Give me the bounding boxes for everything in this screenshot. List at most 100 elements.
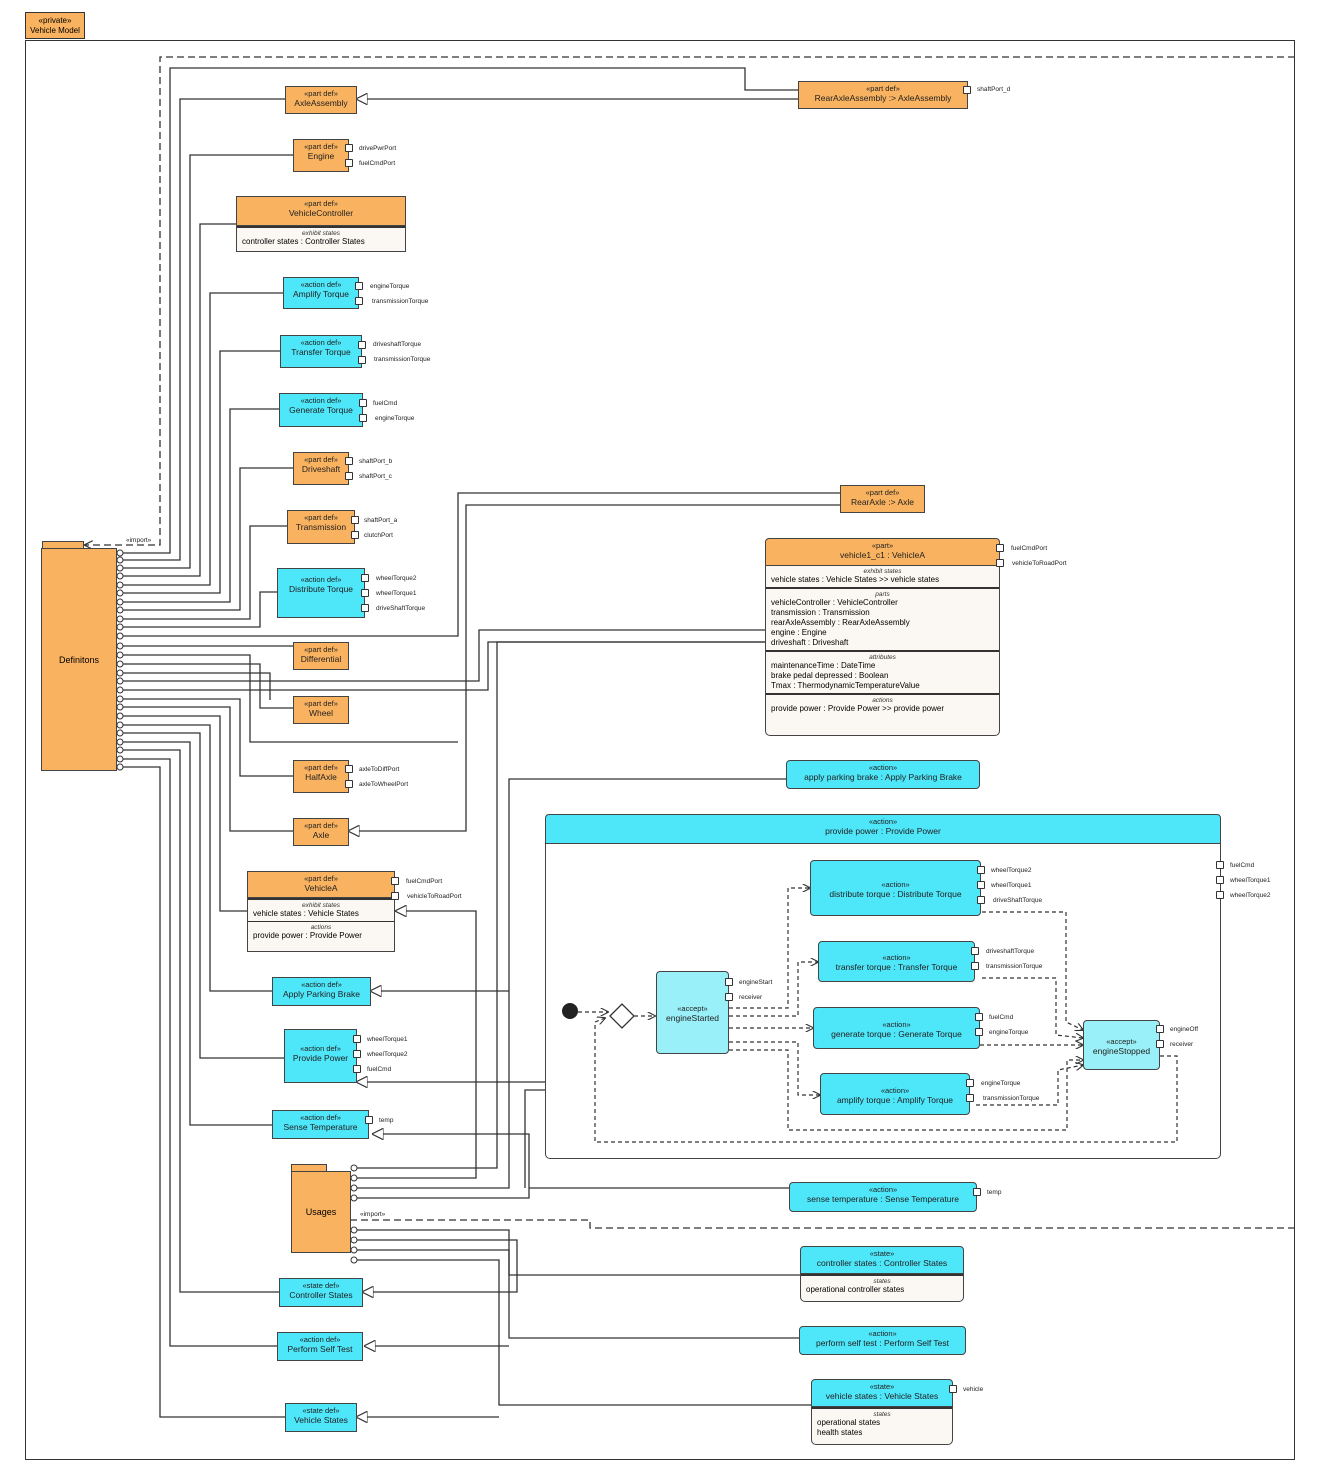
port[interactable] bbox=[975, 1013, 983, 1021]
engine-def[interactable]: «part def» Engine bbox=[293, 139, 349, 172]
port[interactable] bbox=[977, 881, 985, 889]
port[interactable] bbox=[977, 896, 985, 904]
port[interactable] bbox=[345, 780, 353, 788]
port[interactable] bbox=[963, 86, 971, 94]
engine-started-accept[interactable]: «accept» engineStarted bbox=[656, 971, 729, 1054]
vehicle-states-def[interactable]: «state def» Vehicle States bbox=[285, 1403, 357, 1432]
port[interactable] bbox=[725, 978, 733, 986]
generate-torque-usage[interactable]: «action» generate torque : Generate Torq… bbox=[813, 1007, 980, 1049]
distribute-torque-usage[interactable]: «action» distribute torque : Distribute … bbox=[810, 860, 981, 916]
def-name: Provide Power bbox=[292, 1053, 349, 1063]
provide-power-usage[interactable]: «action» provide power : Provide Power bbox=[545, 814, 1221, 844]
port[interactable] bbox=[1156, 1025, 1164, 1033]
port[interactable] bbox=[355, 297, 363, 305]
port[interactable] bbox=[971, 962, 979, 970]
controller-states-def[interactable]: «state def» Controller States bbox=[279, 1278, 363, 1307]
def-name: Axle bbox=[312, 830, 330, 840]
distribute-torque-def[interactable]: «action def» Distribute Torque bbox=[277, 568, 365, 618]
compartment-line: vehicle states : Vehicle States bbox=[253, 909, 359, 918]
port[interactable] bbox=[973, 1188, 981, 1196]
usage-name: distribute torque : Distribute Torque bbox=[829, 888, 962, 899]
stereotype: «part def» bbox=[304, 874, 338, 883]
generate-torque-def[interactable]: «action def» Generate Torque bbox=[279, 393, 363, 427]
port[interactable] bbox=[966, 1094, 974, 1102]
rear-axle-assembly-def[interactable]: «part def» RearAxleAssembly :> AxleAssem… bbox=[798, 81, 968, 109]
perform-self-test-def[interactable]: «action def» Perform Self Test bbox=[277, 1332, 363, 1361]
port-label: temp bbox=[379, 1117, 394, 1124]
port[interactable] bbox=[1216, 876, 1224, 884]
port[interactable] bbox=[1156, 1040, 1164, 1048]
transfer-torque-usage[interactable]: «action» transfer torque : Transfer Torq… bbox=[818, 941, 975, 982]
definitions-package[interactable]: Definitons bbox=[41, 548, 117, 771]
provide-power-def[interactable]: «action def» Provide Power bbox=[284, 1029, 357, 1083]
port[interactable] bbox=[361, 589, 369, 597]
vehicle-states-usage[interactable]: «state» vehicle states : Vehicle States bbox=[811, 1379, 953, 1407]
port[interactable] bbox=[358, 341, 366, 349]
port[interactable] bbox=[345, 144, 353, 152]
port[interactable] bbox=[359, 399, 367, 407]
port[interactable] bbox=[977, 866, 985, 874]
port[interactable] bbox=[353, 1050, 361, 1058]
port[interactable] bbox=[725, 993, 733, 1001]
usages-package[interactable]: Usages bbox=[291, 1171, 351, 1253]
compartment-line: rearAxleAssembly : RearAxleAssembly bbox=[771, 618, 910, 627]
compartment-line: brake pedal depressed : Boolean bbox=[771, 671, 889, 680]
port[interactable] bbox=[1216, 891, 1224, 899]
controller-states-usage[interactable]: «state» controller states : Controller S… bbox=[800, 1246, 964, 1274]
port[interactable] bbox=[355, 282, 363, 290]
vehicle1-part[interactable]: «part» vehicle1_c1 : VehicleA bbox=[765, 538, 1000, 566]
port[interactable] bbox=[353, 1035, 361, 1043]
transfer-torque-def[interactable]: «action def» Transfer Torque bbox=[280, 335, 362, 368]
port[interactable] bbox=[351, 516, 359, 524]
port[interactable] bbox=[996, 559, 1004, 567]
port[interactable] bbox=[345, 472, 353, 480]
port[interactable] bbox=[345, 457, 353, 465]
apply-parking-brake-usage[interactable]: «action» apply parking brake : Apply Par… bbox=[786, 760, 980, 789]
stereotype: «accept» bbox=[1106, 1036, 1137, 1046]
port[interactable] bbox=[361, 604, 369, 612]
amplify-torque-def[interactable]: «action def» Amplify Torque bbox=[283, 277, 359, 309]
port-label: transmissionTorque bbox=[372, 298, 429, 305]
compartment-line: operational controller states bbox=[806, 1285, 905, 1294]
perform-self-test-usage[interactable]: «action» perform self test : Perform Sel… bbox=[799, 1326, 966, 1355]
sense-temperature-usage[interactable]: «action» sense temperature : Sense Tempe… bbox=[789, 1182, 977, 1212]
port[interactable] bbox=[358, 356, 366, 364]
axle-def[interactable]: «part def» Axle bbox=[293, 818, 349, 846]
usage-name: engineStopped bbox=[1092, 1045, 1151, 1056]
port[interactable] bbox=[359, 414, 367, 422]
port[interactable] bbox=[975, 1028, 983, 1036]
port[interactable] bbox=[353, 1065, 361, 1073]
sense-temperature-def[interactable]: «action def» Sense Temperature bbox=[272, 1110, 369, 1139]
axle-assembly-def[interactable]: «part def» AxleAssembly bbox=[285, 86, 357, 114]
wheel-def[interactable]: «part def» Wheel bbox=[293, 696, 349, 724]
vehicle-a-def[interactable]: «part def» VehicleA bbox=[247, 871, 395, 898]
driveshaft-def[interactable]: «part def» Driveshaft bbox=[293, 452, 349, 485]
differential-def[interactable]: «part def» Differential bbox=[293, 642, 349, 670]
rear-axle-def[interactable]: «part def» RearAxle :> Axle bbox=[840, 485, 925, 513]
port[interactable] bbox=[345, 159, 353, 167]
port[interactable] bbox=[365, 1116, 373, 1124]
engine-stopped-accept[interactable]: «accept» engineStopped bbox=[1083, 1020, 1160, 1070]
apply-parking-brake-def[interactable]: «action def» Apply Parking Brake bbox=[272, 977, 371, 1006]
port-label: engineOff bbox=[1170, 1026, 1199, 1033]
port[interactable] bbox=[351, 531, 359, 539]
port[interactable] bbox=[391, 892, 399, 900]
port[interactable] bbox=[966, 1079, 974, 1087]
amplify-torque-usage[interactable]: «action» amplify torque : Amplify Torque bbox=[820, 1073, 970, 1115]
port[interactable] bbox=[391, 877, 399, 885]
port-label: fuelCmdPort bbox=[406, 878, 443, 885]
port-label: wheelTorque2 bbox=[367, 1051, 408, 1058]
stereotype: «part def» bbox=[304, 821, 338, 830]
port[interactable] bbox=[996, 544, 1004, 552]
port[interactable] bbox=[345, 765, 353, 773]
vehicle-controller-def[interactable]: «part def» VehicleController bbox=[236, 196, 406, 226]
port-label: wheelTorque2 bbox=[1230, 892, 1271, 899]
port[interactable] bbox=[971, 947, 979, 955]
port[interactable] bbox=[949, 1385, 957, 1393]
port-label: shaftPort_b bbox=[359, 458, 393, 465]
transmission-def[interactable]: «part def» Transmission bbox=[287, 510, 355, 544]
stereotype: «action def» bbox=[301, 980, 342, 989]
port[interactable] bbox=[1216, 861, 1224, 869]
half-axle-def[interactable]: «part def» HalfAxle bbox=[293, 760, 349, 793]
port[interactable] bbox=[361, 574, 369, 582]
